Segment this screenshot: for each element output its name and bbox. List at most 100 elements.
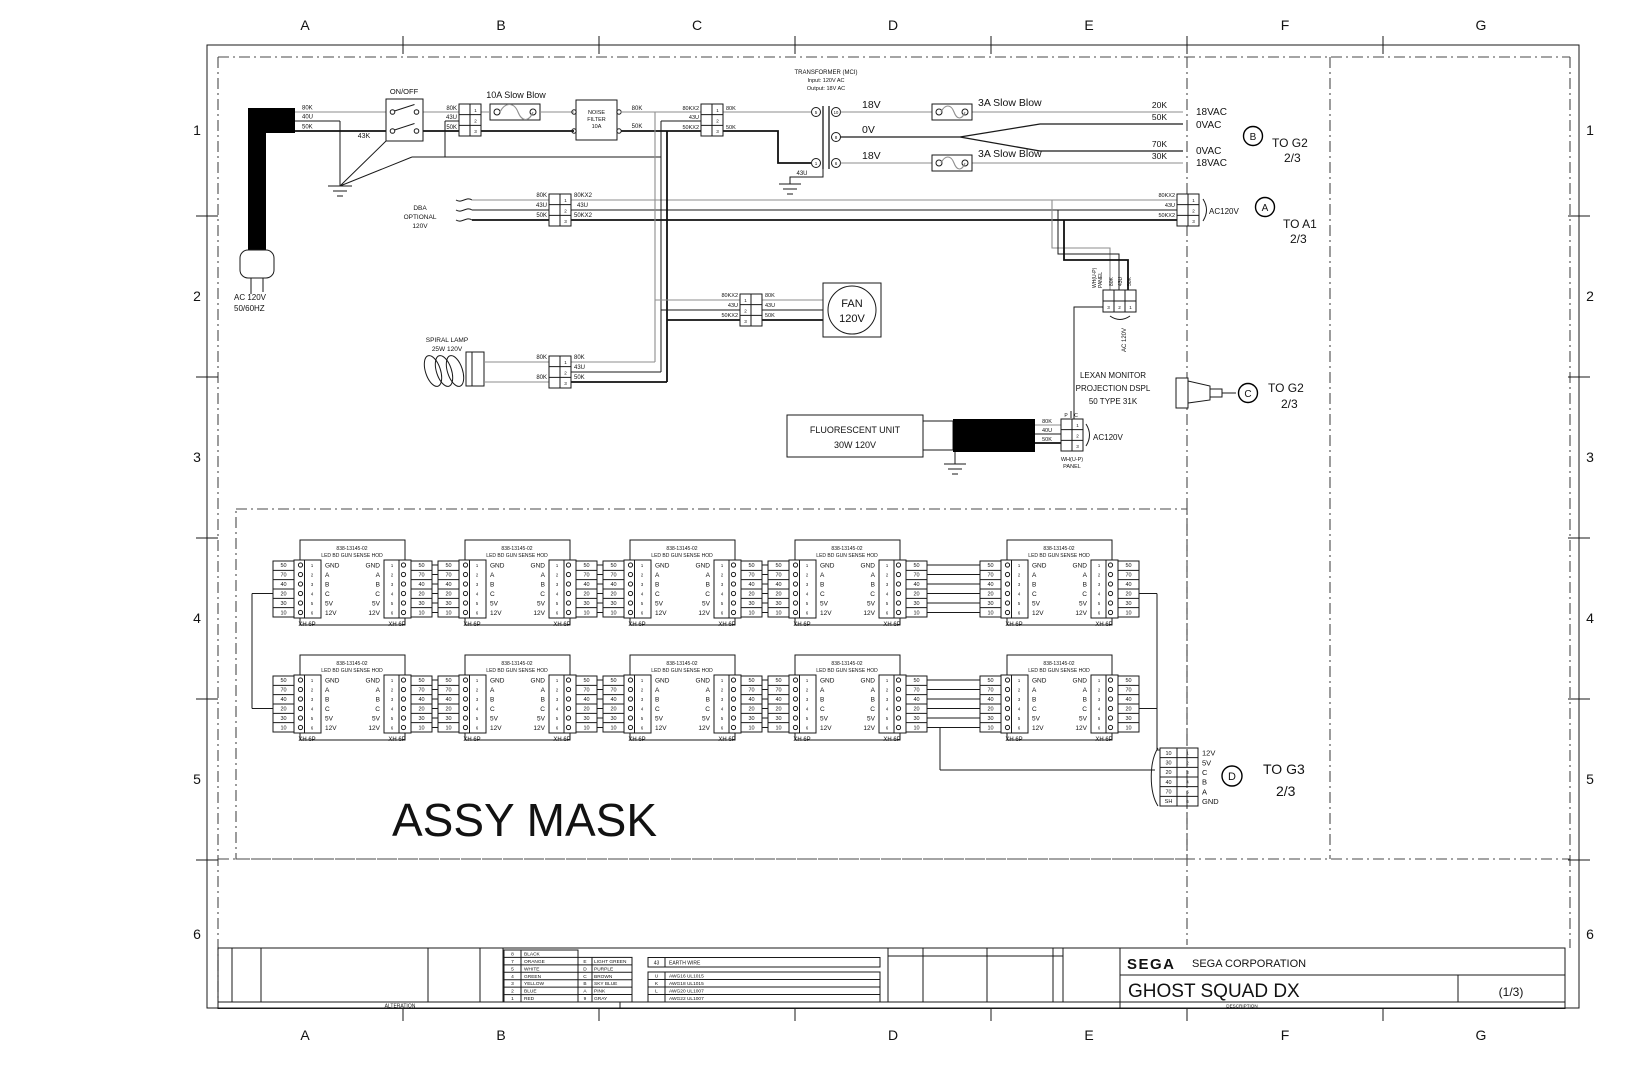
pin-number: 2 <box>1186 760 1189 765</box>
pin-number: 1 <box>474 108 477 113</box>
pin-number: 4 <box>721 592 724 597</box>
led-chain-wires <box>251 564 1160 771</box>
ref-circle-d <box>1221 765 1243 787</box>
pin-number: 6 <box>1186 799 1189 804</box>
wire-label: 80K <box>536 193 547 199</box>
signal-label: B <box>871 697 875 704</box>
wire-label: 10 <box>913 611 919 617</box>
pin-circle <box>297 715 304 721</box>
connector-type: XH 6P <box>883 737 900 743</box>
transformer-windings <box>822 106 830 169</box>
pin-number: 2 <box>886 573 889 578</box>
fluorescent-box <box>786 414 924 458</box>
dba-label: DBA <box>413 205 427 212</box>
signal-label: C <box>655 591 660 598</box>
column-label-top: E <box>1084 17 1093 33</box>
pin-circle <box>1004 715 1011 721</box>
board-name: LED BD GUN SENSE HOD <box>486 553 548 559</box>
pin-number: 6 <box>806 726 809 731</box>
pin-number: 3 <box>716 129 719 134</box>
column-label-top: B <box>496 17 505 33</box>
pin-number: 6 <box>391 611 394 616</box>
connector-type: XH 6P <box>463 622 480 628</box>
board-connector <box>1000 674 1029 734</box>
wire-label: 20 <box>1125 592 1131 598</box>
vac-label: 18VAC <box>1196 158 1227 169</box>
pin-circle <box>565 696 572 702</box>
pin-circle <box>792 581 799 587</box>
column-label-top: D <box>888 17 898 33</box>
signal-label: 12V <box>533 725 545 732</box>
pin-number: 3 <box>641 582 644 587</box>
pin-circle <box>1107 581 1114 587</box>
pin-number: 1 <box>556 563 559 568</box>
pin-number: 5 <box>806 716 809 721</box>
wire-label: 20 <box>445 707 451 713</box>
board-part-number: 838-13145-02 <box>666 661 697 667</box>
wire-label: 30 <box>1125 716 1131 722</box>
wire-label: 70 <box>987 573 993 579</box>
signal-label: C <box>655 706 660 713</box>
color-code: 3 <box>511 981 514 987</box>
wire-label: 30 <box>583 716 589 722</box>
lamp-label: SPIRAL LAMP <box>426 337 468 344</box>
column-label-bottom: G <box>1476 1027 1487 1043</box>
wire-label: 50KX2 <box>574 213 593 219</box>
wire-label: 40 <box>987 582 993 588</box>
color-code: C <box>583 974 587 980</box>
wire-label: 50 <box>1125 678 1131 684</box>
header-c: C <box>1074 413 1078 419</box>
board-connector <box>458 674 487 734</box>
pin-circle <box>462 724 469 731</box>
wire-label: 43U <box>574 365 585 371</box>
connector-type: XH 6P <box>883 622 900 628</box>
plug-voltage: AC 120V <box>234 293 267 302</box>
pin-circle <box>730 590 737 597</box>
ref-page: 2/3 <box>1276 783 1296 799</box>
signal-label: GND <box>861 563 876 570</box>
pin-number: 1 <box>886 563 889 568</box>
wire-label: 30 <box>748 601 754 607</box>
signal-label: 12V <box>368 610 380 617</box>
signal-label: 5V <box>820 716 829 723</box>
pin-number: 4 <box>476 592 479 597</box>
tap-43u <box>1057 210 1120 290</box>
footer-band <box>217 1001 1566 1009</box>
signal-label: B <box>376 697 380 704</box>
pin-number: 4 <box>1018 592 1021 597</box>
pin-number: 6 <box>806 611 809 616</box>
signal-label: 5V <box>537 716 546 723</box>
signal-label: 5V <box>655 716 664 723</box>
signal-label: GND <box>1073 563 1088 570</box>
color-name: WHITE <box>524 966 539 972</box>
pin-circle <box>895 677 902 683</box>
awg-code: L <box>655 989 658 995</box>
ref-letter: D <box>1228 771 1236 783</box>
wire-label: 20 <box>583 592 589 598</box>
pin-number: 3 <box>391 697 394 702</box>
pin-circle <box>730 562 737 568</box>
ref-target: TO G2 <box>1272 136 1308 150</box>
board-connector <box>548 559 577 619</box>
wire-label: 30 <box>445 716 451 722</box>
pin-number: 2 <box>474 118 477 123</box>
awg-spec: AWG20 UL1007 <box>669 989 704 995</box>
pin-circle <box>462 705 469 712</box>
pin-circle <box>565 686 572 693</box>
board-connector <box>293 674 322 734</box>
pin-number: 1 <box>721 678 724 683</box>
wire-label: 50 <box>987 563 993 569</box>
pin-circle <box>627 686 634 693</box>
board-connector <box>1000 559 1029 619</box>
pin-circle <box>1004 696 1011 702</box>
signal-label: 5V <box>1079 716 1088 723</box>
signal-label: A <box>490 687 495 694</box>
pin-number: 1 <box>476 678 479 683</box>
panel-label: WH(U-P) <box>1092 267 1098 288</box>
signal-label: GND <box>1202 797 1219 806</box>
column-label-bottom: F <box>1281 1027 1290 1043</box>
